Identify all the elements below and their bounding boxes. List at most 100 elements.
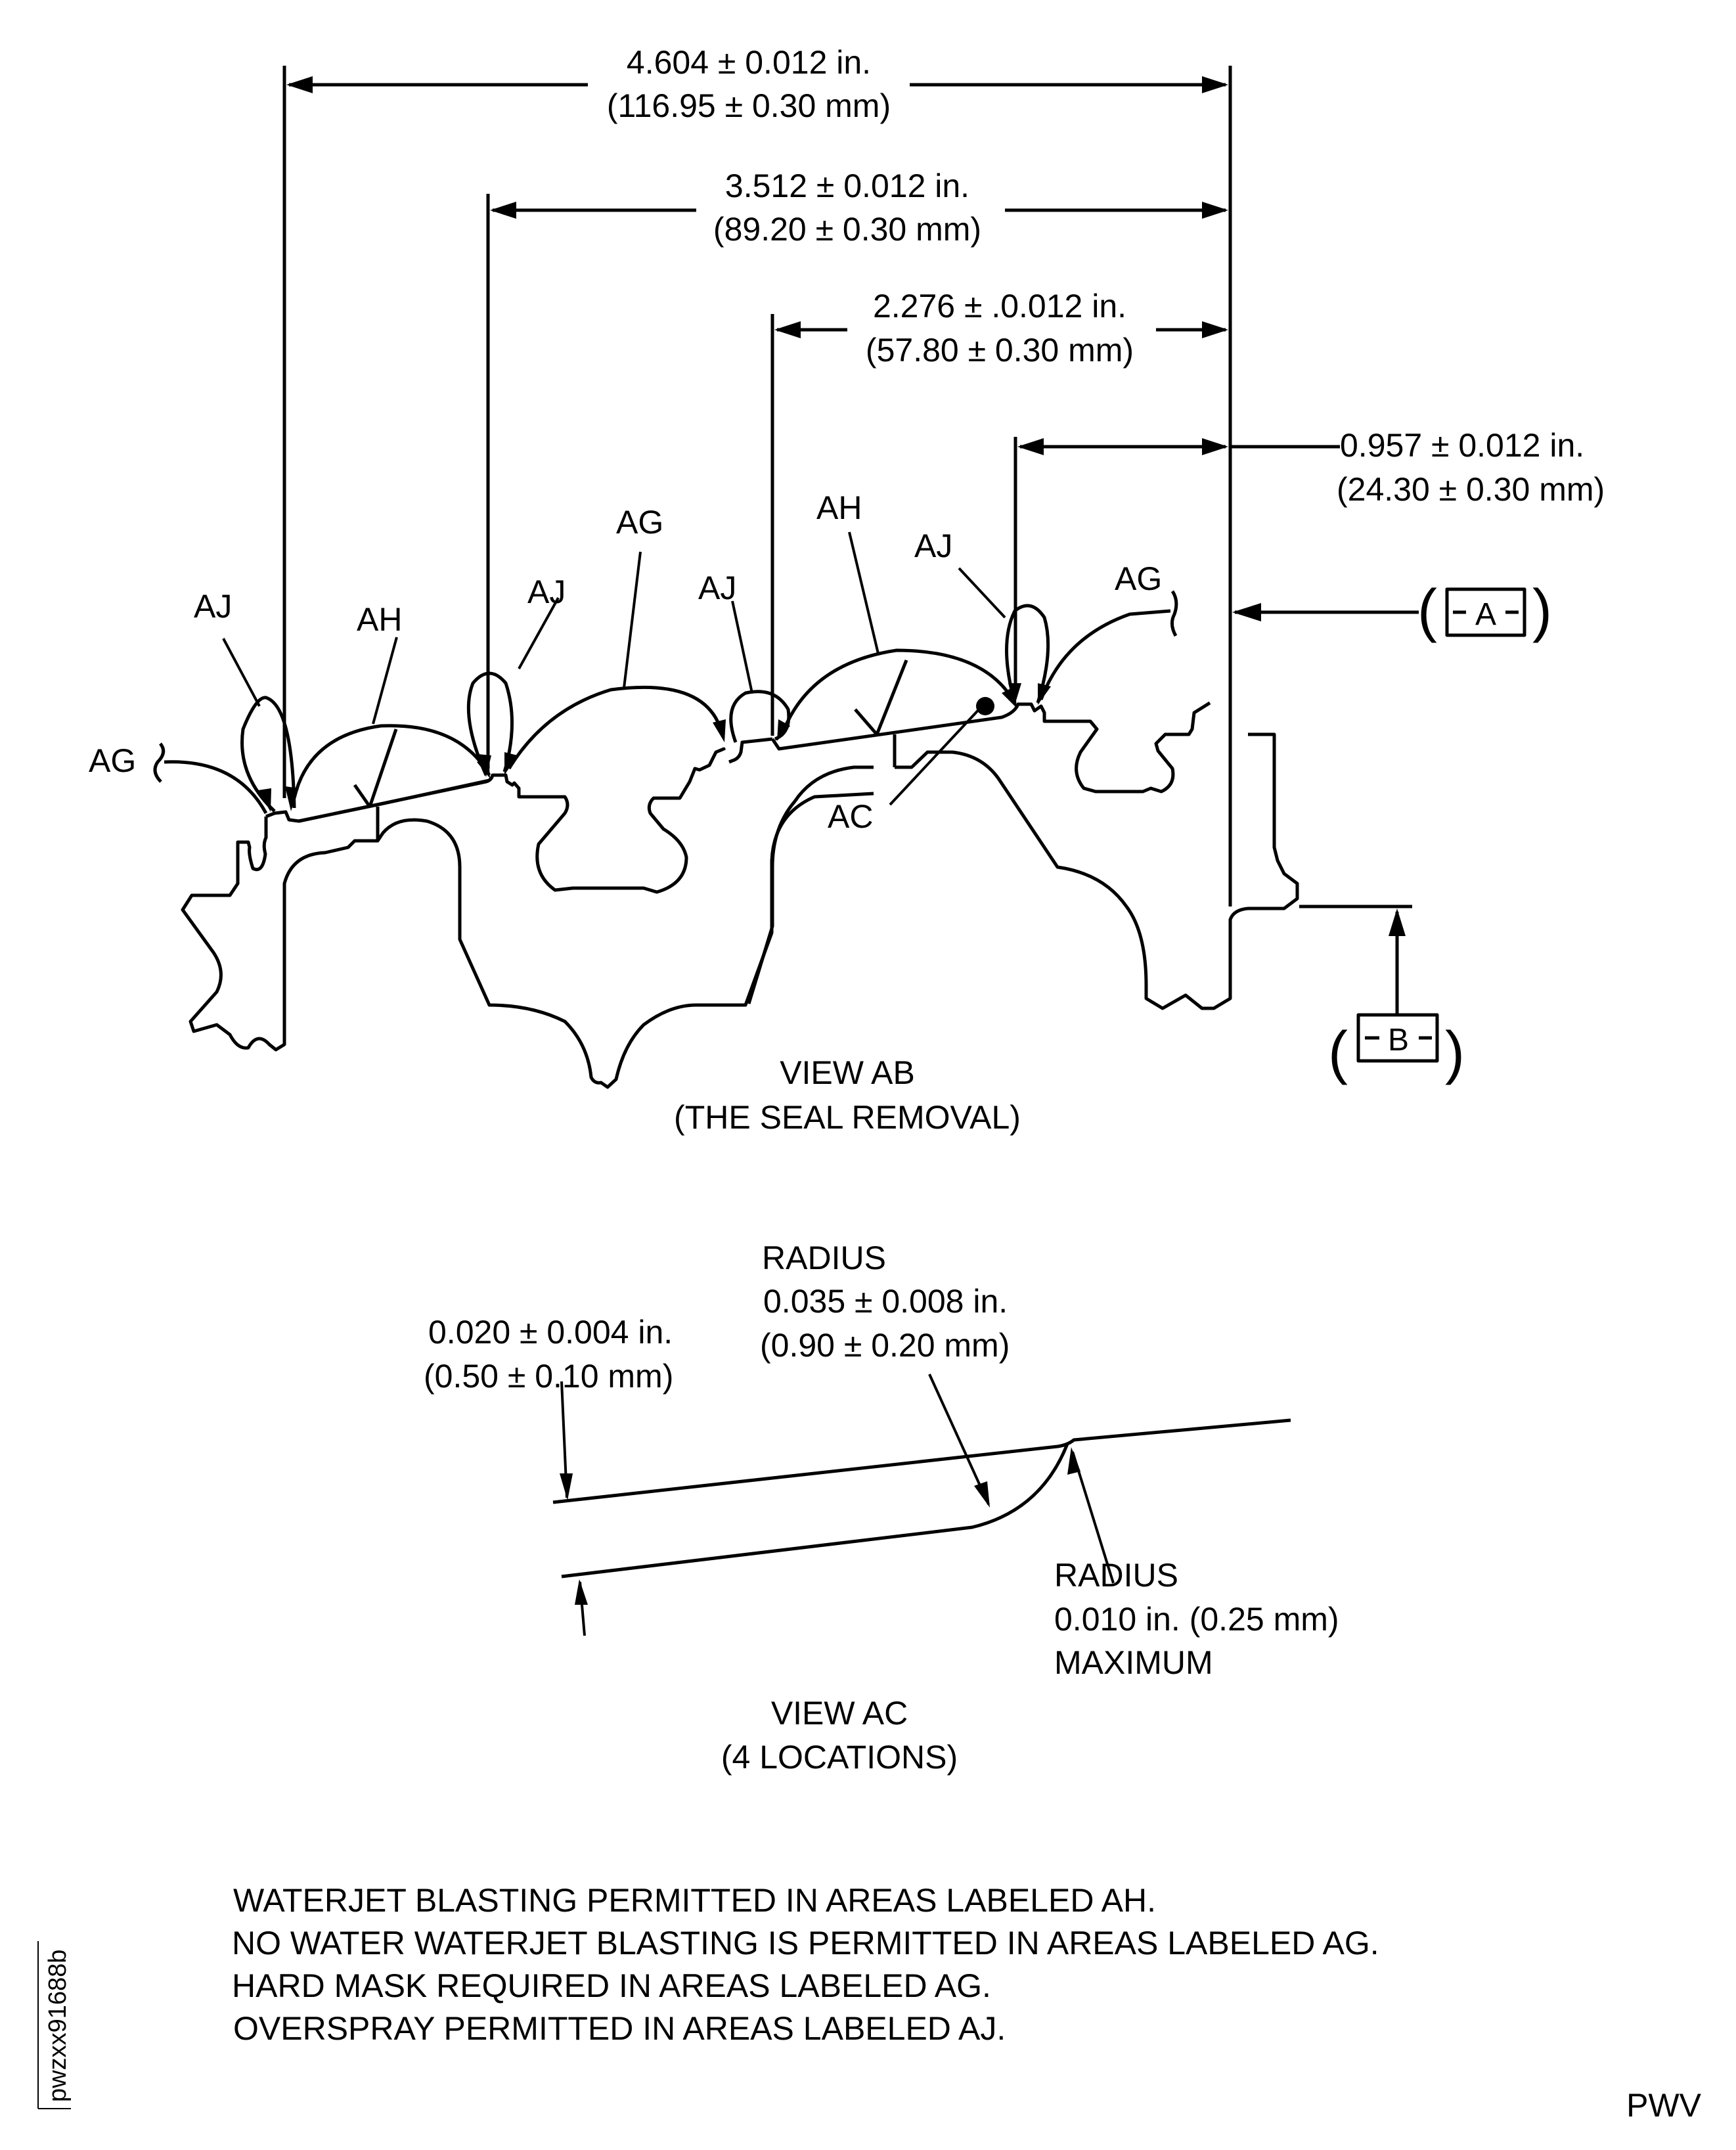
view-ab-subtitle: (THE SEAL REMOVAL) [674, 1099, 1021, 1136]
radius-max-value: 0.010 in. (0.25 mm) [1054, 1601, 1339, 1638]
ah-tick-1b [368, 728, 398, 807]
arrowhead [1202, 76, 1228, 93]
arrowhead [286, 76, 313, 93]
dimension-2276-inch: 2.276 ± .0.012 in. [873, 288, 1126, 325]
arrowhead [974, 1481, 990, 1508]
note-1: WATERJET BLASTING PERMITTED IN AREAS LAB… [233, 1882, 1156, 1919]
dimension-4604: 4.604 ± 0.012 in. (116.95 ± 0.30 mm) [286, 44, 1228, 124]
ag-arc-right [1039, 609, 1171, 700]
part-profile [181, 701, 1299, 1089]
radius-max-qualifier: MAXIMUM [1054, 1644, 1213, 1681]
ah-tick-2 [854, 708, 878, 736]
datum-b-open-paren: ( [1328, 1020, 1348, 1086]
label-ah-1: AH [357, 601, 402, 638]
dimension-0957: 0.957 ± 0.012 in. (24.30 ± 0.30 mm) [1017, 427, 1605, 508]
view-ac-top-line [552, 1418, 1291, 1504]
ah-arc-1 [292, 724, 491, 799]
arrowhead [1389, 908, 1406, 936]
label-ag-right: AG [1115, 560, 1162, 597]
label-ac: AC [828, 798, 873, 835]
datum-a-open-paren: ( [1417, 578, 1437, 644]
dimension-2276-mm: (57.80 ± 0.30 mm) [866, 332, 1134, 369]
thickness-inch: 0.020 ± 0.004 in. [428, 1314, 673, 1351]
view-ab-title: VIEW AB [780, 1054, 915, 1091]
note-3: HARD MASK REQUIRED IN AREAS LABELED AG. [232, 1967, 991, 2004]
area-labels: AG AJ AH AJ AG AJ AH AJ AG AC [89, 489, 1162, 835]
note-4: OVERSPRAY PERMITTED IN AREAS LABELED AJ. [233, 2010, 1006, 2047]
label-aj-1: AJ [194, 588, 232, 625]
datum-b-box [1356, 1013, 1439, 1063]
datum-b-callout: ( B ) [1299, 905, 1465, 1086]
leaders [153, 531, 1178, 806]
dimension-0957-inch: 0.957 ± 0.012 in. [1340, 427, 1584, 464]
ag-mid-leader [623, 551, 642, 688]
figure-code: pwzxx91688b [37, 1941, 72, 2109]
dimension-4604-inch: 4.604 ± 0.012 in. [627, 44, 871, 81]
dimension-3512-mm: (89.20 ± 0.30 mm) [713, 211, 981, 248]
radius-max-label: RADIUS [1054, 1557, 1178, 1594]
dimension-3512-inch: 3.512 ± 0.012 in. [725, 168, 969, 204]
arrowhead [1202, 438, 1228, 455]
label-aj-2: AJ [527, 573, 566, 610]
aj-1-leader [222, 638, 261, 707]
ah-tick-2b [875, 660, 908, 735]
dimension-2276: 2.276 ± .0.012 in. (57.80 ± 0.30 mm) [774, 288, 1228, 369]
view-ac-detail: 0.020 ± 0.004 in. (0.50 ± 0.10 mm) RADIU… [424, 1240, 1339, 1681]
view-ac-bottom-line [561, 1443, 1069, 1579]
ag-arc-left [164, 760, 268, 815]
ah-2-leader [848, 531, 879, 654]
view-ac-subtitle: (4 LOCATIONS) [721, 1739, 958, 1776]
seal-floor-left [298, 747, 726, 894]
radius-main-mm: (0.90 ± 0.20 mm) [760, 1327, 1010, 1364]
ah-1-leader [372, 637, 398, 725]
ac-leader [889, 705, 983, 806]
ag-arc-mid [507, 685, 724, 770]
dimension-3512: 3.512 ± 0.012 in. (89.20 ± 0.30 mm) [490, 168, 1228, 248]
arrowhead [560, 1473, 573, 1500]
arrowhead [1202, 321, 1228, 338]
ag-left-tilde [153, 742, 166, 783]
arrowhead [490, 202, 516, 219]
footer-mark: PWV [1626, 2087, 1702, 2124]
datum-a-close-paren: ) [1532, 578, 1552, 644]
ah-arc-2 [780, 648, 1017, 736]
note-2: NO WATER WATERJET BLASTING IS PERMITTED … [232, 1925, 1379, 1961]
label-ag-left: AG [89, 742, 136, 779]
extension-lines [282, 66, 1232, 907]
view-ac-title: VIEW AC [771, 1695, 908, 1732]
dimension-0957-mm: (24.30 ± 0.30 mm) [1337, 471, 1605, 508]
datum-a-letter: A [1475, 597, 1496, 632]
datum-a-callout: ( A ) [1232, 578, 1552, 644]
arrowhead [1067, 1447, 1080, 1475]
arrowhead [1008, 683, 1021, 705]
arrowhead [1202, 202, 1228, 219]
arrowhead [575, 1579, 588, 1605]
dimension-4604-mm: (116.95 ± 0.30 mm) [607, 87, 891, 124]
notes-block: WATERJET BLASTING PERMITTED IN AREAS LAB… [232, 1882, 1379, 2047]
datum-b-letter: B [1388, 1023, 1409, 1058]
datum-a-box [1445, 587, 1526, 637]
radius-main-leader [928, 1374, 990, 1505]
seal-floor-right [728, 701, 1211, 794]
label-ag-mid: AG [616, 504, 663, 541]
thickness-mm: (0.50 ± 0.10 mm) [424, 1358, 673, 1395]
arrowhead [478, 754, 491, 777]
ag-right-tilde [1170, 590, 1178, 637]
arrowhead [1017, 438, 1044, 455]
arrowhead [1232, 603, 1261, 621]
aj-loop-2 [466, 671, 514, 776]
arrowhead [713, 719, 726, 742]
radius-main-inch: 0.035 ± 0.008 in. [763, 1283, 1008, 1320]
figure-code-text: pwzxx91688b [44, 1950, 72, 2102]
radius-main-label: RADIUS [762, 1240, 886, 1276]
datum-b-close-paren: ) [1445, 1020, 1465, 1086]
ac-dot [976, 697, 994, 715]
aj-3-leader [731, 600, 753, 694]
aj-2-leader [518, 597, 560, 669]
label-aj-4: AJ [914, 527, 952, 564]
area-indicators [164, 604, 1171, 815]
radius-max-leader [1071, 1451, 1115, 1584]
aj-4-leader [958, 567, 1006, 619]
label-aj-3: AJ [698, 570, 736, 606]
